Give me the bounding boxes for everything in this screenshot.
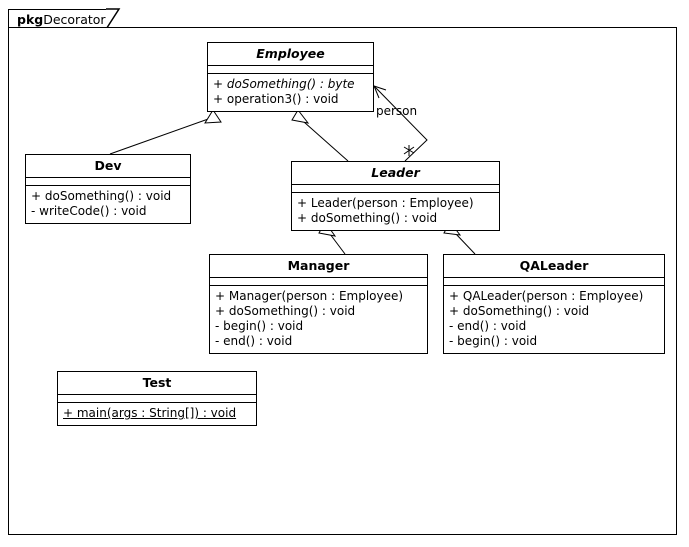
operation-item: - end() : void [449,319,527,333]
class-box-employee[interactable]: Employee + doSomething() : byte + operat… [207,42,374,112]
class-operations-manager: + Manager(person : Employee) + doSomethi… [210,286,427,353]
operation-item: + operation3() : void [213,92,339,106]
class-operations-test: + main(args : String[]) : void [58,403,256,425]
operation-item: + main(args : String[]) : void [63,406,237,420]
association-label-person: person [376,104,418,118]
operation-item: + Manager(person : Employee) [215,289,404,303]
class-attributes-leader [292,185,499,193]
class-attributes-dev [26,178,190,186]
class-name-leader: Leader [292,162,499,185]
class-name-manager: Manager [210,255,427,278]
class-operations-employee: + doSomething() : byte + operation3() : … [208,74,373,111]
operation-item: + doSomething() : void [215,304,356,318]
class-attributes-qaleader [444,278,664,286]
package-name: Decorator [43,11,106,27]
package-tab-slant [105,8,121,29]
operation-item: + doSomething() : byte [213,77,355,91]
class-operations-dev: + doSomething() : void - writeCode() : v… [26,186,190,223]
package-keyword: pkg [17,11,44,27]
class-name-qaleader: QALeader [444,255,664,278]
operation-item: - begin() : void [215,319,304,333]
operation-item: + doSomething() : void [31,189,172,203]
class-box-manager[interactable]: Manager + Manager(person : Employee) + d… [209,254,428,354]
class-name-dev: Dev [26,155,190,178]
operation-item: + doSomething() : void [297,211,438,225]
operation-item: - writeCode() : void [31,204,147,218]
class-box-dev[interactable]: Dev + doSomething() : void - writeCode()… [25,154,191,224]
class-operations-qaleader: + QALeader(person : Employee) + doSometh… [444,286,664,353]
class-operations-leader: + Leader(person : Employee) + doSomethin… [292,193,499,230]
class-name-test: Test [58,372,256,395]
operation-item: - begin() : void [449,334,538,348]
class-box-qaleader[interactable]: QALeader + QALeader(person : Employee) +… [443,254,665,354]
class-attributes-manager [210,278,427,286]
operation-item: + doSomething() : void [449,304,590,318]
class-box-test[interactable]: Test + main(args : String[]) : void [57,371,257,426]
operation-item: - end() : void [215,334,293,348]
operation-item: + Leader(person : Employee) [297,196,474,210]
class-box-leader[interactable]: Leader + Leader(person : Employee) + doS… [291,161,500,231]
class-attributes-employee [208,66,373,74]
operation-item: + QALeader(person : Employee) [449,289,644,303]
class-name-employee: Employee [208,43,373,66]
class-attributes-test [58,395,256,403]
